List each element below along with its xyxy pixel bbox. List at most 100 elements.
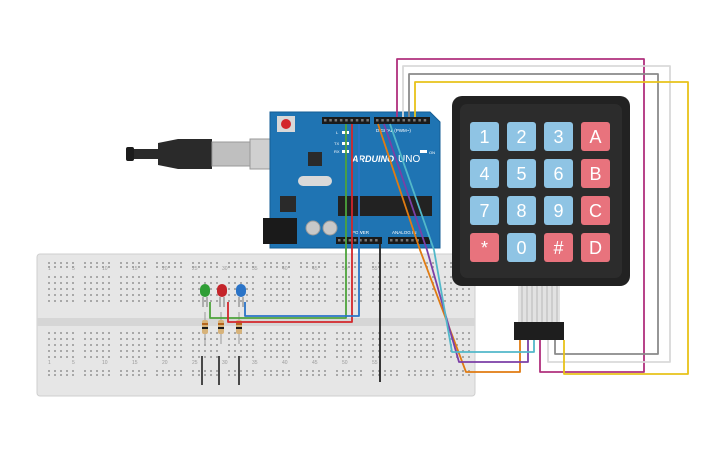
keypad-key-7: 7 bbox=[470, 196, 499, 225]
keypad-key-0: 0 bbox=[507, 233, 536, 262]
usb-plug-metal bbox=[211, 141, 253, 167]
breadboard: 1155101015152020252530303535404045455050… bbox=[36, 253, 476, 397]
breadboard-column-number: 30 bbox=[222, 266, 228, 272]
keypad-key-label: D bbox=[589, 238, 602, 258]
breadboard-column-number: 1 bbox=[48, 360, 51, 366]
wire-red bbox=[227, 124, 353, 323]
breadboard-column-number: 5 bbox=[72, 360, 75, 366]
breadboard-column-number: 40 bbox=[282, 360, 288, 366]
keypad-key-2: 2 bbox=[507, 122, 536, 151]
keypad-key-label: B bbox=[589, 164, 601, 184]
keypad-key-label: C bbox=[589, 201, 602, 221]
keypad-key-label: 6 bbox=[553, 164, 563, 184]
keypad-key-label: 7 bbox=[479, 201, 489, 221]
keypad-4x4: 1 2 3 A 4 5 6 B 7 8 9 C * 0 # D bbox=[452, 96, 630, 340]
keypad-key-label: 4 bbox=[479, 164, 489, 184]
breadboard-column-number: 1 bbox=[48, 266, 51, 272]
keypad-key-D: D bbox=[581, 233, 610, 262]
usb-cable-cord bbox=[128, 149, 158, 159]
on-led bbox=[420, 150, 427, 153]
keypad-key-*: * bbox=[470, 233, 499, 262]
voltage-regulator bbox=[280, 196, 296, 212]
wire-white bbox=[402, 65, 671, 363]
digital-header-right bbox=[374, 117, 430, 124]
ground-jumpers bbox=[201, 356, 240, 385]
keypad-key-C: C bbox=[581, 196, 610, 225]
power-label: POWER bbox=[352, 230, 370, 235]
leds bbox=[200, 284, 246, 307]
keypad-key-3: 3 bbox=[544, 122, 573, 151]
keypad-key-label: 0 bbox=[516, 238, 526, 258]
analog-label: ANALOG IN bbox=[392, 230, 417, 235]
usb-plug-body bbox=[158, 139, 212, 169]
breadboard-column-number: 10 bbox=[102, 266, 108, 272]
breadboard-column-number: 20 bbox=[162, 266, 168, 272]
keypad-key-label: 1 bbox=[479, 127, 489, 147]
wire-blue bbox=[244, 124, 360, 317]
analog-header bbox=[388, 237, 430, 244]
usb-chip bbox=[308, 152, 322, 166]
breadboard-column-number: 35 bbox=[252, 360, 258, 366]
breadboard-column-number: 25 bbox=[192, 360, 198, 366]
breadboard-column-number: 15 bbox=[132, 360, 138, 366]
wire-gray bbox=[408, 73, 659, 355]
keypad-key-5: 5 bbox=[507, 159, 536, 188]
breadboard-column-number: 50 bbox=[342, 360, 348, 366]
breadboard-column-number: 15 bbox=[132, 266, 138, 272]
rx-label: RX bbox=[334, 149, 340, 154]
resistor-2 bbox=[218, 312, 224, 344]
resistors bbox=[202, 312, 242, 344]
keypad-key-label: * bbox=[481, 238, 488, 258]
keypad-key-label: 3 bbox=[553, 127, 563, 147]
wire-cyan bbox=[389, 123, 535, 353]
reset-button bbox=[281, 119, 291, 129]
l-label: L bbox=[336, 130, 339, 135]
keypad-key-label: 5 bbox=[516, 164, 526, 184]
resistor-1 bbox=[202, 312, 208, 344]
wire-green bbox=[209, 124, 347, 319]
keypad-key-#: # bbox=[544, 233, 573, 262]
keypad-key-9: 9 bbox=[544, 196, 573, 225]
keypad-ribbon bbox=[514, 286, 564, 340]
on-label: ON bbox=[429, 150, 435, 155]
led-green bbox=[200, 284, 210, 307]
keypad-keys: 1 2 3 A 4 5 6 B 7 8 9 C * 0 # D bbox=[470, 122, 610, 262]
breadboard-column-number: 35 bbox=[252, 266, 258, 272]
keypad-key-A: A bbox=[581, 122, 610, 151]
breadboard-column-number: 40 bbox=[282, 266, 288, 272]
keypad-key-4: 4 bbox=[470, 159, 499, 188]
led-red bbox=[217, 284, 227, 307]
power-jack bbox=[263, 218, 297, 244]
keypad-key-6: 6 bbox=[544, 159, 573, 188]
breadboard-column-number: 55 bbox=[372, 266, 378, 272]
keypad-connector bbox=[514, 322, 564, 340]
breadboard-column-number: 45 bbox=[312, 360, 318, 366]
keypad-key-label: A bbox=[589, 127, 601, 147]
breadboard-column-number: 10 bbox=[102, 360, 108, 366]
breadboard-column-number: 30 bbox=[222, 360, 228, 366]
usb-port bbox=[249, 138, 271, 170]
tx-label: TX bbox=[334, 141, 339, 146]
atmega-chip bbox=[338, 196, 432, 216]
capacitor-1 bbox=[305, 220, 321, 236]
keypad-key-label: 2 bbox=[516, 127, 526, 147]
wire-magenta bbox=[396, 58, 645, 373]
keypad-key-1: 1 bbox=[470, 122, 499, 151]
header-pins bbox=[324, 119, 427, 242]
crystal bbox=[298, 176, 332, 186]
keypad-key-label: # bbox=[553, 238, 563, 258]
arduino-brand: ARDUINO bbox=[351, 154, 394, 164]
keypad-key-label: 9 bbox=[553, 201, 563, 221]
breadboard-column-number: 45 bbox=[312, 266, 318, 272]
breadboard-column-number: 55 bbox=[372, 360, 378, 366]
breadboard-column-number: 50 bbox=[342, 266, 348, 272]
arduino-model: UNO bbox=[398, 154, 420, 165]
breadboard-column-number: 5 bbox=[72, 266, 75, 272]
breadboard-column-numbers: 1155101015152020252530303535404045455050… bbox=[48, 266, 378, 366]
usb-cable-end bbox=[126, 147, 134, 161]
capacitor-2 bbox=[322, 220, 338, 236]
wire-yellow bbox=[414, 81, 689, 375]
wire-purple bbox=[383, 123, 529, 363]
keypad-key-label: 8 bbox=[516, 201, 526, 221]
